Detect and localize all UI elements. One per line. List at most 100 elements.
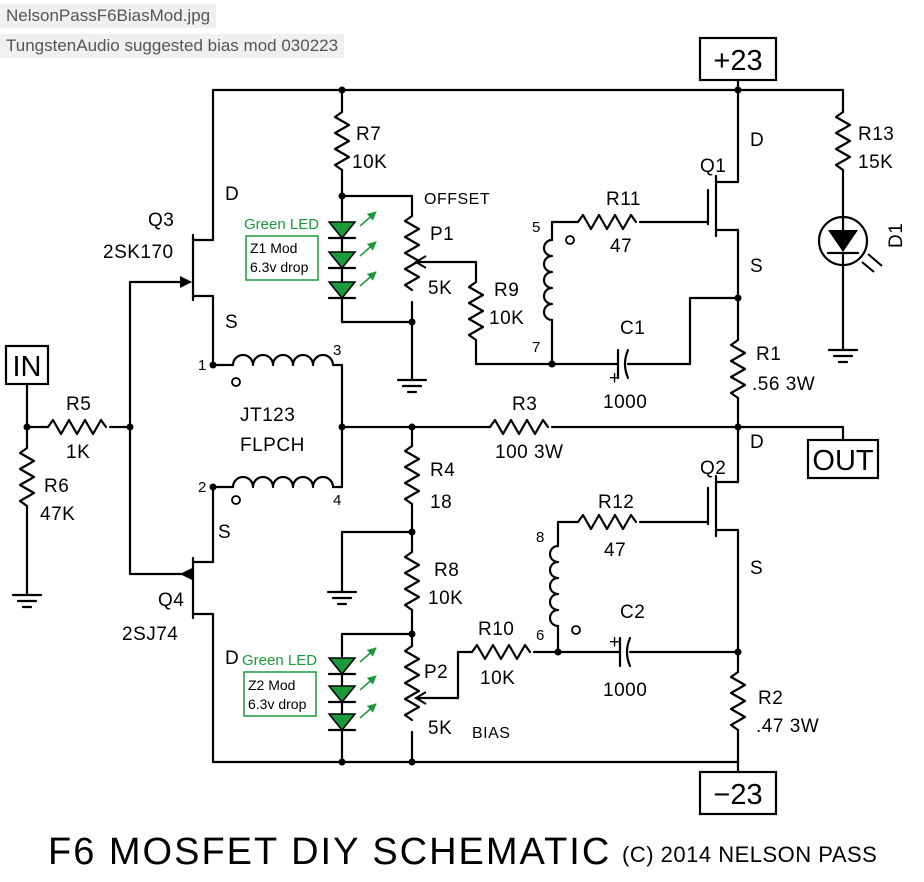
in-label: IN: [13, 351, 42, 383]
out-label: OUT: [812, 445, 874, 477]
r8-value: 10K: [428, 588, 463, 609]
r11-name: R11: [606, 189, 641, 210]
coil-pin-6: 6: [536, 627, 544, 644]
q2-s-label: S: [750, 558, 763, 579]
r9-name: R9: [494, 280, 519, 301]
q2-name: Q2: [700, 458, 726, 479]
q3-s-label: S: [225, 312, 238, 333]
q3-name: Q3: [148, 210, 174, 231]
q4-jfet: S D Q4 2SJ74: [122, 485, 239, 764]
ground-symbol-p1: [396, 378, 428, 394]
c2-plus: +: [609, 632, 621, 653]
q1-gate-coil: [542, 238, 554, 322]
offset-section: R7 10K Green LED Z1 Mod 6.3v drop: [244, 86, 554, 394]
r13-value: 15K: [858, 152, 893, 173]
r11-value: 47: [610, 236, 632, 257]
top-rail: +23: [211, 36, 845, 92]
pos-rail-box: [698, 36, 778, 82]
r2-resistor: [729, 670, 747, 732]
z1-line1: Z1 Mod: [250, 240, 297, 256]
p2-function: BIAS: [472, 725, 510, 742]
r5-resistor: [46, 418, 108, 436]
c1-name: C1: [620, 318, 645, 339]
out-box: [806, 438, 880, 480]
r8-resistor: [403, 550, 421, 612]
p1-value: 5K: [428, 278, 452, 299]
r1-resistor: [729, 338, 747, 400]
r12-value: 47: [604, 540, 626, 561]
r10-name: R10: [478, 619, 514, 640]
ground-symbol-d1: [827, 348, 859, 364]
r3-resistor: [488, 418, 550, 436]
z2-line1: Z2 Mod: [248, 677, 295, 693]
q2-d-label: D: [750, 432, 764, 453]
z1-led-label: Green LED: [244, 216, 319, 233]
r6-value: 47K: [40, 504, 75, 525]
r9-resistor: [467, 280, 485, 342]
z1-note-box: [245, 235, 319, 281]
r5-name: R5: [66, 394, 91, 415]
xfmr-pin-1: 1: [198, 357, 206, 374]
r1-name: R1: [756, 344, 781, 365]
c2-value: 1000: [603, 680, 647, 701]
r10-value: 10K: [480, 668, 515, 689]
xfmr-pin-2: 2: [198, 479, 206, 496]
r5-value: 1K: [66, 442, 90, 463]
neg-rail-box: [698, 770, 778, 816]
transformer-top-winding: [231, 353, 335, 367]
p1-name: P1: [430, 224, 454, 245]
r8-name: R8: [434, 560, 459, 581]
q4-name: Q4: [158, 590, 184, 611]
z1-line2: 6.3v drop: [250, 259, 309, 275]
q3-part: 2SK170: [103, 242, 174, 263]
r6-name: R6: [44, 476, 69, 497]
q1-name: Q1: [700, 156, 726, 177]
q2-section: 8 6 R12 47 Q2 D S C2 + 1000 R2 .47 3W: [536, 425, 819, 764]
z2-led-label: Green LED: [242, 652, 317, 669]
xfmr-pin-4: 4: [333, 492, 341, 509]
input-section: IN R5 1K R6 47K: [4, 280, 192, 609]
copyright: (C) 2014 NELSON PASS: [622, 842, 877, 867]
coil-pin-7: 7: [532, 339, 540, 356]
p2-name: P2: [424, 662, 448, 683]
transformer-bottom-winding: [231, 475, 335, 489]
q1-section: 5 7 R11 47 Q1 D S C1 + 1000 R1 .56 3W: [532, 86, 815, 429]
mod-note-label: TungstenAudio suggested bias mod 030223: [0, 34, 345, 58]
z2-line2: 6.3v drop: [248, 696, 307, 712]
d1-name: D1: [886, 223, 907, 248]
q3-d-label: D: [225, 184, 239, 205]
r11-resistor: [576, 213, 638, 231]
q4-d-label: D: [225, 648, 239, 669]
pos-rail-label: +23: [713, 45, 762, 77]
r7-resistor: [333, 110, 351, 172]
q2-gate-coil: [548, 544, 560, 628]
r4-name: R4: [430, 460, 455, 481]
r12-name: R12: [598, 492, 634, 513]
q4-part: 2SJ74: [122, 624, 178, 645]
coil-pin-5: 5: [532, 219, 540, 236]
xfmr-pin-3: 3: [333, 342, 341, 359]
r7-value: 10K: [352, 152, 387, 173]
r4-resistor: [403, 444, 421, 506]
transformer-jt123: 1 2 3 4 JT123 FLPCH: [198, 342, 344, 509]
r2-value: .47 3W: [756, 716, 819, 737]
file-name-label: NelsonPassF6BiasMod.jpg: [0, 4, 217, 28]
r9-value: 10K: [489, 308, 524, 329]
r1-value: .56 3W: [752, 374, 815, 395]
c2-name: C2: [620, 602, 645, 623]
power-led-section: R13 15K D1: [817, 88, 907, 364]
z2-led-string: [327, 647, 377, 764]
r7-name: R7: [356, 124, 381, 145]
neg-rail-label: −23: [713, 779, 762, 811]
r13-resistor: [834, 110, 852, 172]
ground-symbol-input: [11, 593, 43, 609]
ground-symbol-r8: [326, 590, 358, 606]
xfmr-line2: FLPCH: [240, 435, 305, 456]
q4-s-label: S: [218, 522, 231, 543]
p1-function: OFFSET: [424, 191, 490, 208]
p1-potentiometer: [403, 214, 421, 292]
z1-led-string: [327, 211, 377, 324]
middle-bus: R3 100 3W OUT: [338, 394, 880, 480]
q1-s-label: S: [750, 256, 763, 277]
